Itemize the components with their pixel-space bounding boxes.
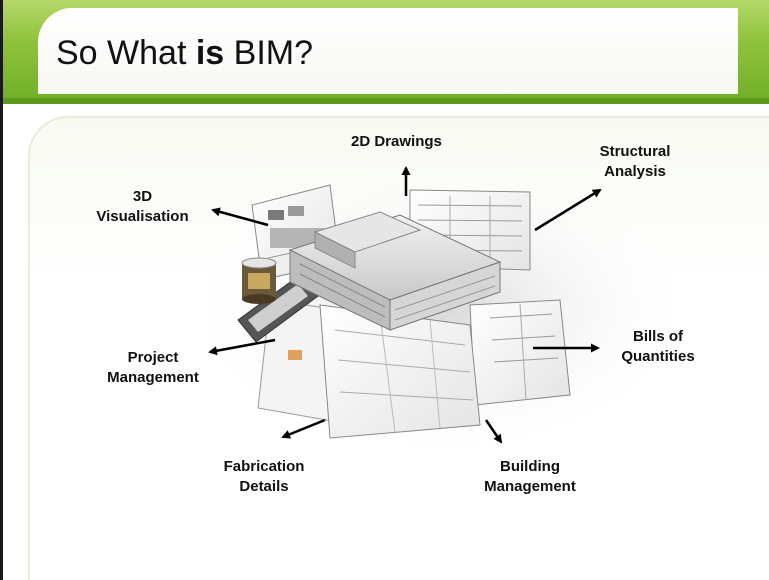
- slide-title: So What is BIM?: [56, 34, 314, 72]
- label-structural-analysis: Structural Analysis: [599, 143, 671, 180]
- arrow-3d-visualisation: [211, 207, 269, 227]
- label-building-management: Building Management: [484, 458, 576, 495]
- floor-plan-sheets: [257, 299, 481, 439]
- slide-border: [0, 0, 3, 580]
- arrow-structural-analysis: [534, 188, 602, 232]
- label-2d-drawings: 2D Drawings: [351, 133, 442, 150]
- film-strip: [237, 274, 319, 343]
- quantities-sheet: [469, 299, 571, 406]
- label-project-management: Project Management: [107, 349, 199, 386]
- database-drum: [241, 257, 277, 304]
- label-3d-visualisation: 3D Visualisation: [96, 188, 189, 225]
- title-panel: [38, 8, 738, 94]
- arrow-building-management: [484, 419, 503, 444]
- building-model: [288, 211, 502, 331]
- label-bills-of-quantities: Bills of Quantities: [621, 328, 695, 365]
- header-accent-stripe: [3, 98, 769, 104]
- label-fabrication-details: Fabrication Details: [223, 458, 305, 495]
- arrow-project-management: [208, 338, 276, 356]
- arrow-fabrication-details: [281, 418, 326, 439]
